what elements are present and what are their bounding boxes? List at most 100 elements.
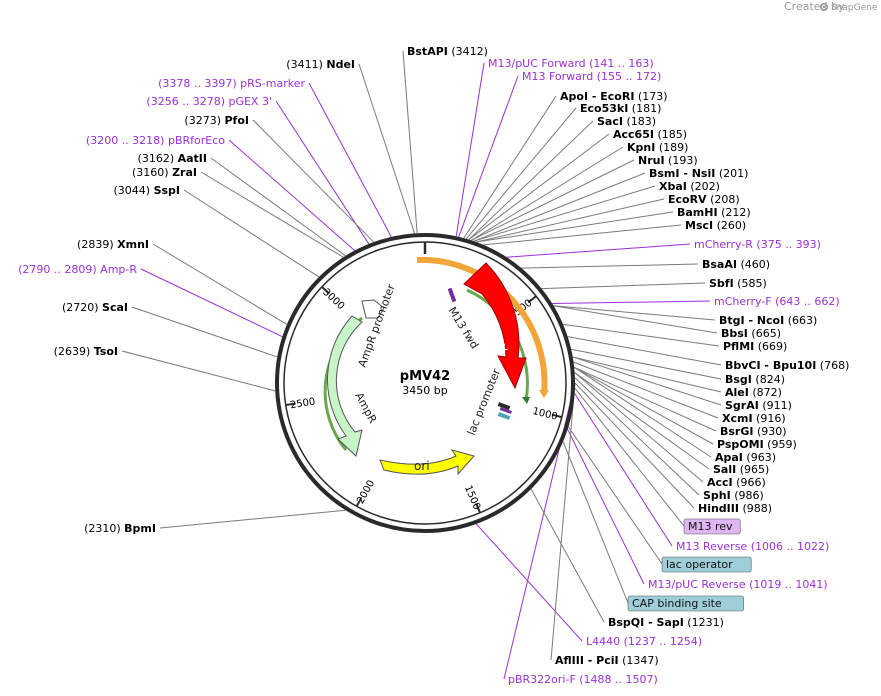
restriction-site-label: HindIII (988) [698, 502, 772, 515]
restriction-site-label: SalI (965) [713, 463, 769, 476]
leader-line [131, 306, 278, 358]
leader-line [568, 426, 663, 565]
leader-line [567, 429, 645, 585]
primer-feature-label: mCherry-F (643 .. 662) [714, 295, 840, 308]
restriction-site-label: ApaI (963) [715, 451, 776, 464]
leader-line [473, 185, 656, 242]
leader-line [455, 62, 485, 237]
feature-tag-box [627, 595, 744, 612]
restriction-site-label: BsaAI (460) [702, 258, 770, 271]
leader-line [574, 387, 685, 527]
restriction-site-label: SphI (986) [703, 489, 764, 502]
restriction-site-label: (2839) XmnI [77, 238, 149, 251]
leader-line [571, 348, 722, 380]
leader-line [574, 393, 673, 547]
primer-feature-label: (3200 .. 3218) pBRforEco [86, 134, 225, 147]
leader-line [275, 100, 370, 245]
restriction-site-label: XcmI (916) [722, 412, 786, 425]
primer-feature-label: M13/pUC Forward (141 .. 163) [488, 57, 654, 70]
leader-line [471, 159, 635, 241]
backbone-outer [275, 233, 575, 533]
leader-line [574, 372, 704, 483]
lac-region-markers [497, 402, 512, 420]
restriction-site-label: MscI (260) [685, 219, 746, 232]
ori-arrow [379, 449, 475, 476]
ampr-arrow [327, 315, 363, 457]
restriction-site-label: BsmI - NsiI (201) [649, 167, 748, 180]
leader-line [521, 263, 699, 269]
restriction-site-label: SbfI (585) [709, 277, 767, 290]
restriction-site-label: (3411) NdeI [286, 58, 355, 71]
orange-arc-arrowhead [539, 390, 549, 398]
restriction-site-label: XbaI (202) [659, 180, 720, 193]
primer-feature-label: M13/pUC Reverse (1019 .. 1041) [648, 578, 828, 591]
restriction-site-label: (3162) AatII [138, 152, 207, 165]
lac-promoter-label: lac promoter [465, 367, 504, 438]
feature-tag-label: CAP binding site [632, 597, 722, 610]
backbone-tick-label: 2000 [355, 478, 377, 506]
backbone-tick-label: 2500 [289, 396, 316, 411]
feature-tag-box [683, 518, 741, 535]
leader-line [572, 356, 722, 406]
leader-line [475, 523, 583, 642]
leader-line [567, 336, 722, 366]
label-leader-lines [121, 50, 722, 680]
map-labels: BstAPI (3412) (3411) NdeI (3378 .. 3397) p… [18, 45, 849, 686]
backbone-tick [475, 503, 482, 514]
restriction-site-label: (3273) PfoI [184, 114, 249, 127]
leader-line [573, 366, 712, 458]
restriction-site-label: Eco53kI (181) [580, 102, 661, 115]
leader-line [402, 50, 418, 234]
leader-line [476, 211, 674, 243]
leader-line [471, 146, 624, 241]
leader-line [200, 171, 344, 258]
primer-feature-label: (3378 .. 3397) pRS-marker [158, 77, 305, 90]
leader-line [574, 382, 695, 509]
plasmid-size: 3450 bp [402, 384, 447, 397]
ampr-promoter-label: AmpR promoter [356, 282, 398, 369]
restriction-site-label: BsrGI (930) [720, 425, 787, 438]
ori-label: ori [414, 459, 430, 473]
primer-feature-label: pBR322ori-F (1488 .. 1507) [508, 673, 658, 686]
restriction-site-label: PspOMI (959) [717, 438, 797, 451]
backbone-tick [551, 413, 563, 419]
leader-line [541, 282, 706, 290]
ampr-promoter-arrow [361, 299, 385, 319]
leader-line [574, 372, 710, 470]
backbone-tick [355, 497, 363, 507]
restriction-site-label: (2639) TsoI [54, 345, 118, 358]
restriction-site-label: (2310) BpmI [84, 522, 156, 535]
feature-tag-label: M13 rev [688, 520, 733, 533]
restriction-site-label: EcoRV (208) [668, 193, 740, 206]
primer-feature-label: M13 Forward (155 .. 172) [522, 70, 661, 83]
leader-line [573, 361, 719, 419]
feature-tag-label: lac operator [666, 558, 733, 571]
restriction-site-label: PflMI (669) [723, 340, 787, 353]
restriction-site-label: BamHI (212) [677, 206, 751, 219]
leader-line [159, 509, 346, 529]
restriction-site-label: (3160) ZraI [132, 166, 197, 179]
restriction-site-label: AleI (872) [725, 386, 782, 399]
restriction-site-label: SacI (183) [597, 115, 656, 128]
leader-line [252, 119, 375, 243]
leader-line [506, 243, 691, 258]
mcherry-arrow [463, 262, 527, 390]
leader-line [210, 157, 346, 257]
leader-line [572, 356, 722, 393]
restriction-site-label: BsgI (824) [725, 373, 785, 386]
plasmid-name: pMV42 [400, 369, 450, 384]
credit-text: Created by [784, 0, 845, 13]
leader-line [183, 189, 320, 278]
leader-line [473, 172, 646, 242]
restriction-site-label: AflIII - PciI (1347) [555, 654, 659, 667]
backbone-tick [321, 286, 330, 295]
backbone-tick [527, 295, 537, 304]
restriction-site-label: BtgI - NcoI (663) [719, 314, 817, 327]
annotation-arrowhead [522, 397, 530, 404]
leader-line [483, 224, 682, 246]
leader-line [553, 305, 716, 321]
leader-line [465, 107, 577, 240]
restriction-site-label: BstAPI (3412) [407, 45, 488, 58]
leader-line [228, 139, 355, 251]
leader-line [550, 382, 576, 661]
